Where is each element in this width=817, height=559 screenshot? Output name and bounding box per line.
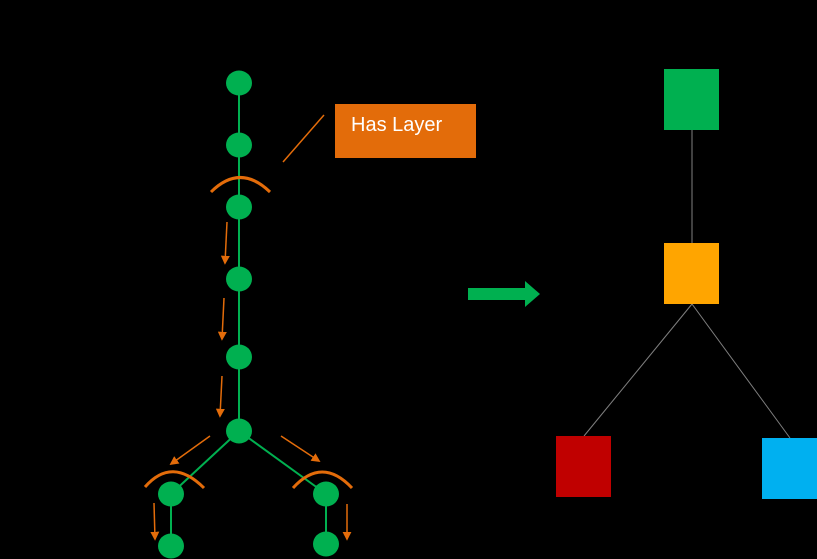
tree-node-n2 <box>226 132 252 158</box>
layer-arc-n3 <box>209 176 272 194</box>
layer-arc-n8 <box>291 470 354 490</box>
layer-tree-edges <box>583 130 791 439</box>
layer-edge-orange-red <box>583 303 693 437</box>
conversion-arrow <box>468 281 540 307</box>
has-layer-label: Has Layer <box>351 114 443 136</box>
traversal-arrow <box>169 435 211 466</box>
layer-box-blue <box>762 438 817 499</box>
tree-node-n6 <box>226 418 252 444</box>
tree-node-n1 <box>226 70 252 96</box>
layer-arcs <box>143 176 354 490</box>
traversal-arrows <box>150 221 352 541</box>
tree-node-n8 <box>313 481 339 507</box>
traversal-arrow <box>280 435 321 462</box>
layer-box-green <box>664 69 719 130</box>
edge-n6-n7 <box>170 430 240 495</box>
tree-node-n7 <box>158 481 184 507</box>
has-layer-callout: Has Layer <box>335 104 476 158</box>
tree-node-n3 <box>226 194 252 220</box>
tree-node-n4 <box>226 266 252 292</box>
layer-edge-orange-blue <box>691 303 791 439</box>
traversal-arrow <box>220 221 230 265</box>
traversal-arrow <box>217 297 227 341</box>
edge-n6-n8 <box>238 430 327 495</box>
tree-node-n10 <box>313 531 339 557</box>
tree-node-n5 <box>226 344 252 370</box>
layer-arc-n7 <box>143 470 206 490</box>
traversal-arrow <box>215 375 225 418</box>
tree-node-n9 <box>158 533 184 559</box>
layer-box-orange <box>664 243 719 304</box>
traversal-arrow <box>150 502 160 541</box>
callout-leader-line <box>282 114 325 163</box>
left-tree-nodes <box>158 70 339 559</box>
layer-box-red <box>556 436 611 497</box>
